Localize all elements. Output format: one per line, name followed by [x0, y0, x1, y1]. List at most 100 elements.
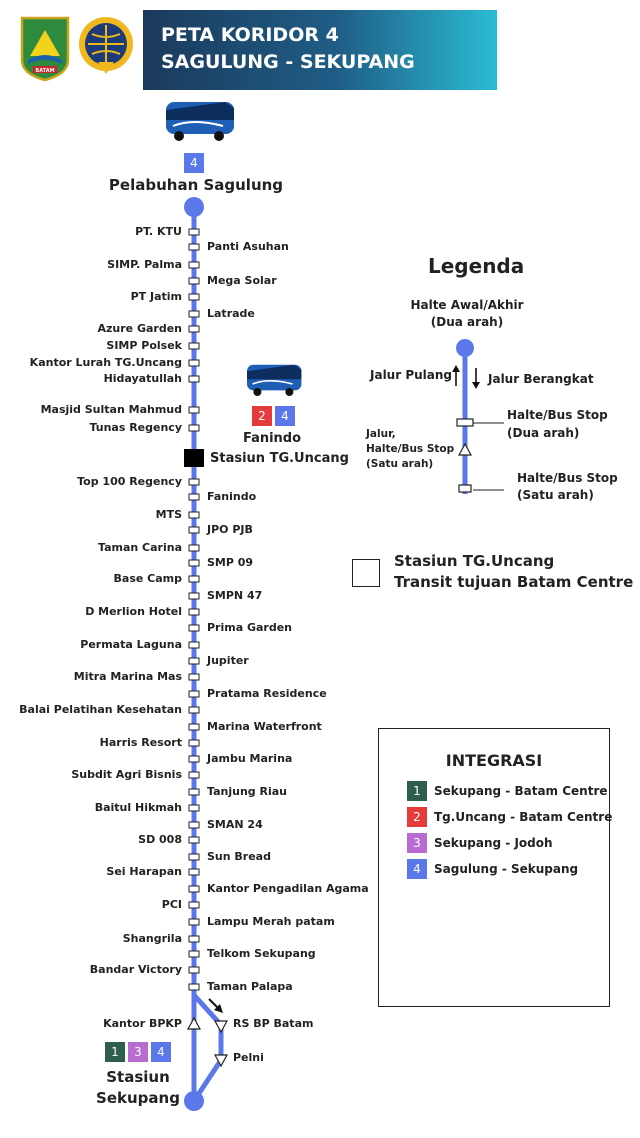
stop-label-right: Tanjung Riau: [207, 785, 287, 798]
stop-label-right: Prima Garden: [207, 621, 293, 634]
terminal-end-icon: [184, 1091, 204, 1111]
station-fanindo-label: Fanindo: [242, 431, 302, 446]
stop-label-left: Taman Carina: [98, 541, 182, 554]
stop-label-right: Taman Palapa: [207, 980, 293, 993]
station-square-icon: [184, 449, 204, 467]
legend-halte-awal-sub: (Dua arah): [430, 315, 504, 329]
dishub-logo: [79, 17, 133, 74]
integrasi-title: INTEGRASI: [445, 751, 543, 770]
map-title: PETA KORIDOR 4: [161, 24, 339, 46]
stop-label-left: SD 008: [138, 833, 182, 846]
bus-stop-icon: [188, 723, 200, 731]
batam-city-logo: BATAM: [20, 16, 70, 82]
stop-label-left: Hidayatullah: [103, 372, 182, 385]
corridor-badge: 4: [184, 153, 204, 173]
integrasi-item-label: Sagulung - Sekupang: [434, 862, 579, 876]
stop-label-left: Permata Laguna: [80, 638, 182, 651]
stop-label-left: Masjid Sultan Mahmud: [40, 403, 182, 416]
stop-label-right: SMAN 24: [207, 818, 263, 831]
stop-label-left: Mitra Marina Mas: [73, 670, 182, 683]
svg-text:BATAM: BATAM: [35, 68, 54, 74]
stop-label-left: Baitul Hikmah: [94, 801, 182, 814]
legend-stop-one-way-icon: [458, 484, 472, 493]
bus-stop-icon: [188, 478, 200, 486]
stop-label-right: Lampu Merah patam: [207, 915, 335, 928]
stop-label-left: D Merlion Hotel: [85, 605, 182, 618]
bus-stop-icon: [188, 228, 200, 236]
bus-stop-icon: [188, 511, 200, 519]
oneway-stop-icon: [186, 1016, 202, 1030]
legend-jalur-satu-l3: (Satu arah): [366, 458, 434, 470]
legend-jalur-satu: Jalur,: [366, 428, 396, 440]
integrasi-item-label: Sekupang - Batam Centre: [434, 784, 608, 798]
bus-stop-icon: [188, 544, 200, 552]
stop-label-left: Shangrila: [122, 932, 182, 945]
stop-label-right: Jupiter: [207, 654, 249, 667]
bus-stop-icon: [188, 836, 200, 844]
bus-stop-icon: [188, 966, 200, 974]
stop-label-left: Bandar Victory: [89, 963, 182, 976]
stop-label-right: Telkom Sekupang: [207, 947, 316, 960]
legend-jalur-berangkat: Jalur Berangkat: [488, 372, 594, 386]
bus-stop-icon: [188, 706, 200, 714]
bus-stop-icon: [188, 261, 200, 269]
corridor-badge: 4: [407, 859, 427, 879]
map-subtitle: SAGULUNG - SEKUPANG: [161, 51, 415, 73]
legend-transit-line2: Transit tujuan Batam Centre: [394, 573, 634, 591]
legend-connectors: [473, 422, 504, 491]
bus-stop-icon: [188, 575, 200, 583]
corridor-badge: 1: [407, 781, 427, 801]
bus-stop-icon: [188, 853, 200, 861]
stop-label-right: Sun Bread: [207, 850, 271, 863]
stop-label-right: Mega Solar: [207, 274, 277, 287]
bus-stop-icon: [188, 359, 200, 367]
stop-label-left: Base Camp: [113, 572, 182, 585]
stop-label-left: PT. KTU: [135, 225, 182, 238]
integrasi-item: 1 Sekupang - Batam Centre: [407, 781, 608, 801]
bus-stop-icon: [188, 868, 200, 876]
stop-label-left: SIMP Polsek: [106, 339, 182, 352]
corridor-badge: 3: [407, 833, 427, 853]
station-tg-uncang-label: Stasiun TG.Uncang: [210, 451, 349, 466]
stop-label-right: Kantor Pengadilan Agama: [207, 882, 369, 895]
corridor-badge: 4: [275, 406, 295, 426]
legend-transit-square-icon: [352, 559, 380, 587]
legend-jalur-pulang: Jalur Pulang: [370, 368, 452, 382]
legend-transit-text: Stasiun TG.Uncang Transit tujuan Batam C…: [394, 551, 633, 593]
bus-stop-icon: [188, 375, 200, 383]
bus-stop-icon: [188, 771, 200, 779]
corridor-badge: 2: [252, 406, 272, 426]
corridor-badge: 3: [128, 1042, 148, 1062]
legend-arrows-icon: [452, 365, 480, 389]
legend-halte-satu-sub: (Satu arah): [517, 488, 594, 502]
stop-label-left: MTS: [155, 508, 182, 521]
legend-terminal-icon: [456, 339, 474, 357]
bus-stop-icon: [188, 624, 200, 632]
bus-stop-icon: [188, 788, 200, 796]
legend-transit-line1: Stasiun TG.Uncang: [394, 552, 555, 570]
bus-stop-icon: [188, 821, 200, 829]
bus-stop-icon: [188, 424, 200, 432]
end-terminal-label-line1: Stasiun: [106, 1068, 170, 1086]
bus-stop-icon: [188, 935, 200, 943]
legend-halte-dua-sub: (Dua arah): [507, 426, 580, 440]
bus-stop-icon: [188, 608, 200, 616]
bus-stop-icon: [188, 755, 200, 763]
oneway-stop-icon: [213, 1020, 229, 1034]
stop-label-left: PT Jatim: [130, 290, 182, 303]
bus-stop-icon: [188, 406, 200, 414]
stop-label-left: Top 100 Regency: [77, 475, 182, 488]
bus-stop-icon: [188, 310, 200, 318]
bus-icon: [247, 364, 302, 396]
stop-label-right: Latrade: [207, 307, 255, 320]
stop-label-left: Balai Pelatihan Kesehatan: [19, 703, 182, 716]
bus-stop-icon: [188, 641, 200, 649]
bus-stop-icon: [188, 983, 200, 991]
stop-label-right: RS BP Batam: [233, 1017, 314, 1030]
stop-label-right: Pratama Residence: [207, 687, 327, 700]
start-terminal-label: Pelabuhan Sagulung: [108, 176, 284, 194]
stop-label-right: Fanindo: [207, 490, 257, 503]
stop-label-left: Azure Garden: [97, 322, 182, 335]
